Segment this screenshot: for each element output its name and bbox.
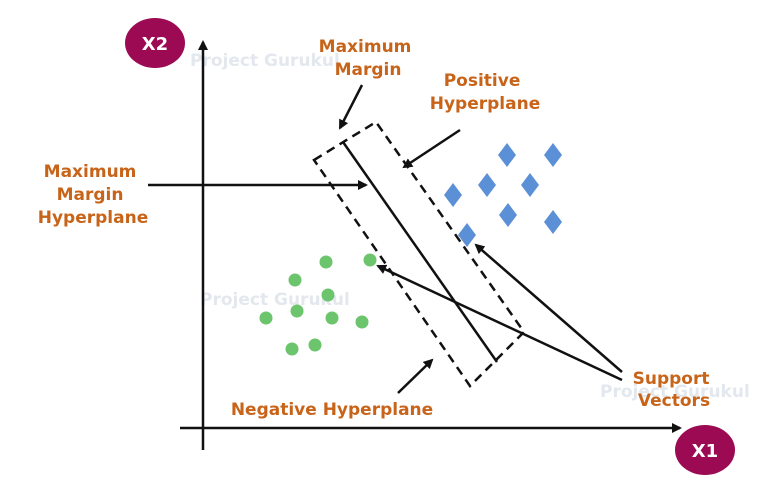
negative-point (259, 311, 273, 325)
negative-point (321, 288, 335, 302)
positive-point (544, 210, 562, 234)
negative-hyperplane-label: Negative Hyperplane (231, 400, 433, 420)
negative-class-points (259, 253, 377, 356)
arrow-support-vector-negative (376, 264, 623, 382)
watermark-top: Project Gurukul (190, 51, 340, 71)
negative-point (308, 338, 322, 352)
arrow-positive-hyperplane (402, 128, 461, 169)
svg-text:Project Gurukul: Project Gurukul (600, 382, 750, 402)
y-axis-badge: X2 (125, 18, 185, 68)
positive-hyperplane-label: Positive Hyperplane (430, 71, 541, 114)
y-axis-label: X2 (142, 34, 168, 55)
positive-point (521, 173, 539, 197)
svg-text:Project Gurukul: Project Gurukul (190, 51, 340, 71)
max-margin-label: Maximum Margin (319, 37, 418, 80)
arrow-support-vector-positive (474, 243, 623, 373)
positive-class-points (444, 143, 562, 247)
positive-point (499, 203, 517, 227)
arrow-negative-hyperplane (397, 358, 434, 394)
positive-point (498, 143, 516, 167)
negative-point (290, 304, 304, 318)
watermark-bottom: Project Gurukul (600, 382, 750, 402)
negative-point (319, 255, 333, 269)
x-axis-label: X1 (692, 441, 718, 462)
svg-text:Project Gurukul: Project Gurukul (200, 290, 350, 310)
negative-point (363, 253, 377, 267)
margin-boundary (312, 120, 526, 388)
negative-point (288, 273, 302, 287)
negative-point (355, 315, 369, 329)
max-margin-hyperplane-line (341, 141, 499, 363)
support-vectors-label: Support Vectors (633, 369, 716, 411)
watermark-middle: Project Gurukul (200, 290, 350, 310)
positive-point (444, 183, 462, 207)
positive-point (544, 143, 562, 167)
negative-point (285, 342, 299, 356)
max-margin-hyperplane-label: Maximum Margin Hyperplane (38, 162, 149, 228)
positive-point (458, 223, 476, 247)
arrow-max-margin (338, 84, 364, 130)
negative-point (325, 311, 339, 325)
positive-point (478, 173, 496, 197)
x-axis-badge: X1 (675, 425, 735, 475)
